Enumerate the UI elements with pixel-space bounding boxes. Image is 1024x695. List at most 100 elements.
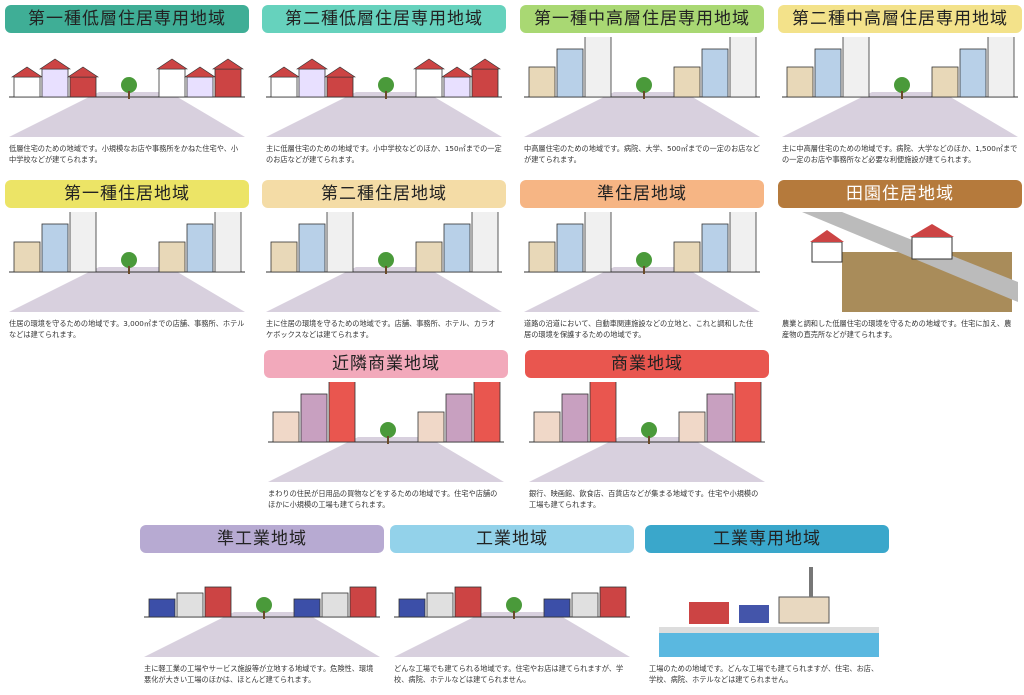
factory xyxy=(778,596,830,624)
building xyxy=(556,223,584,273)
roof xyxy=(413,58,445,70)
house xyxy=(811,241,843,263)
building xyxy=(599,586,627,618)
building xyxy=(786,66,814,98)
zone-illustration xyxy=(144,586,380,657)
zone-title: 第一種住居地域 xyxy=(5,180,249,208)
zone-title: 第一種中高層住居専用地域 xyxy=(520,5,764,33)
building xyxy=(176,592,204,618)
building xyxy=(584,37,612,98)
building xyxy=(298,223,326,273)
building xyxy=(158,241,186,273)
building xyxy=(443,76,471,98)
zone-description: 主に中高層住宅のための地域です。病院、大学などのほか、1,500㎡までの一定のお… xyxy=(782,144,1018,164)
tree xyxy=(506,597,522,613)
sea xyxy=(659,632,879,657)
building xyxy=(473,382,501,443)
zone-card: 田園住居地域 農業と調和した低層住宅の環境を守るための地域です。住宅に加え、農産… xyxy=(778,180,1022,340)
tree xyxy=(380,422,396,438)
road xyxy=(782,92,1018,137)
building xyxy=(443,223,471,273)
zone-title: 第二種中高層住居専用地域 xyxy=(778,5,1022,33)
shop xyxy=(911,236,953,260)
road xyxy=(266,92,502,137)
zone-title: 工業地域 xyxy=(390,525,634,553)
zone-card: 工業地域 どんな工場でも建てられる地域です。住宅やお店は建てられますが、学校、病… xyxy=(390,525,634,685)
building xyxy=(678,411,706,443)
road xyxy=(524,92,760,137)
building xyxy=(729,212,757,273)
building xyxy=(321,592,349,618)
road xyxy=(266,267,502,312)
zone-title: 第一種低層住居専用地域 xyxy=(5,5,249,33)
building xyxy=(270,241,298,273)
building xyxy=(272,411,300,443)
tree xyxy=(636,252,652,268)
roof xyxy=(441,66,473,78)
building xyxy=(13,76,41,98)
roof xyxy=(156,58,188,70)
road xyxy=(268,437,504,482)
zone-illustration xyxy=(266,58,502,137)
roof xyxy=(11,66,43,78)
building xyxy=(293,598,321,618)
building xyxy=(528,241,556,273)
roof xyxy=(212,58,244,70)
zone-illustration xyxy=(529,382,765,482)
tree xyxy=(378,77,394,93)
road xyxy=(9,92,245,137)
zone-description: 住居の環境を守るための地域です。3,000㎡までの店舗、事務所、ホテルなどは建て… xyxy=(9,319,245,339)
tree xyxy=(894,77,910,93)
building xyxy=(214,212,242,273)
zone-card: 商業地域 銀行、映画館、飲食店、百貨店などが集まる地域です。住宅や小規模の工場も… xyxy=(525,350,769,510)
road xyxy=(524,267,760,312)
tree xyxy=(641,422,657,438)
tree xyxy=(121,252,137,268)
road xyxy=(144,612,380,657)
building xyxy=(398,598,426,618)
tree xyxy=(636,77,652,93)
zone-description: 主に軽工業の工場やサービス施設等が立地する地域です。危険性、環境悪化が大きい工場… xyxy=(144,664,374,684)
building xyxy=(349,586,377,618)
zone-card: 準住居地域 道路の沿道において、自動車関連施設などの立地と、これと調和した住居の… xyxy=(520,180,764,340)
building xyxy=(556,48,584,98)
building xyxy=(326,212,354,273)
building xyxy=(701,48,729,98)
roof xyxy=(67,66,99,78)
zone-illustration xyxy=(9,58,245,137)
building xyxy=(186,223,214,273)
zone-description: 主に住居の環境を守るための地域です。店舗、事務所、ホテル、カラオケボックスなどは… xyxy=(266,319,496,339)
zone-title: 第二種低層住居専用地域 xyxy=(262,5,506,33)
building xyxy=(298,68,326,98)
building xyxy=(584,212,612,273)
building xyxy=(471,68,499,98)
tree xyxy=(121,77,137,93)
zone-illustration xyxy=(9,212,245,312)
road xyxy=(394,612,630,657)
building xyxy=(729,37,757,98)
zone-card: 第一種住居地域 住居の環境を守るための地域です。3,000㎡までの店舗、事務所、… xyxy=(5,180,249,340)
building xyxy=(842,37,870,98)
roof xyxy=(184,66,216,78)
roof xyxy=(296,58,328,70)
zone-card: 第一種低層住居専用地域 低層住宅のための地域です。小規模なお店や事務所をかねた住… xyxy=(5,5,249,165)
building xyxy=(426,592,454,618)
zone-title: 商業地域 xyxy=(525,350,769,378)
building xyxy=(41,223,69,273)
zone-title: 準工業地域 xyxy=(140,525,384,553)
zone-title: 田園住居地域 xyxy=(778,180,1022,208)
roof xyxy=(469,58,501,70)
zone-illustration xyxy=(524,37,760,137)
building xyxy=(270,76,298,98)
road xyxy=(9,267,245,312)
building xyxy=(326,76,354,98)
building xyxy=(415,68,443,98)
building xyxy=(158,68,186,98)
zone-description: どんな工場でも建てられる地域です。住宅やお店は建てられますが、学校、病院、ホテル… xyxy=(394,664,624,684)
zone-illustration xyxy=(802,212,1018,312)
zone-card: 第二種住居地域 主に住居の環境を守るための地域です。店舗、事務所、ホテル、カラオ… xyxy=(262,180,506,340)
zone-description: 道路の沿道において、自動車関連施設などの立地と、これと調和した住居の環境を保護す… xyxy=(524,319,754,339)
roof xyxy=(324,66,356,78)
zone-title: 工業専用地域 xyxy=(645,525,889,553)
building xyxy=(69,76,97,98)
